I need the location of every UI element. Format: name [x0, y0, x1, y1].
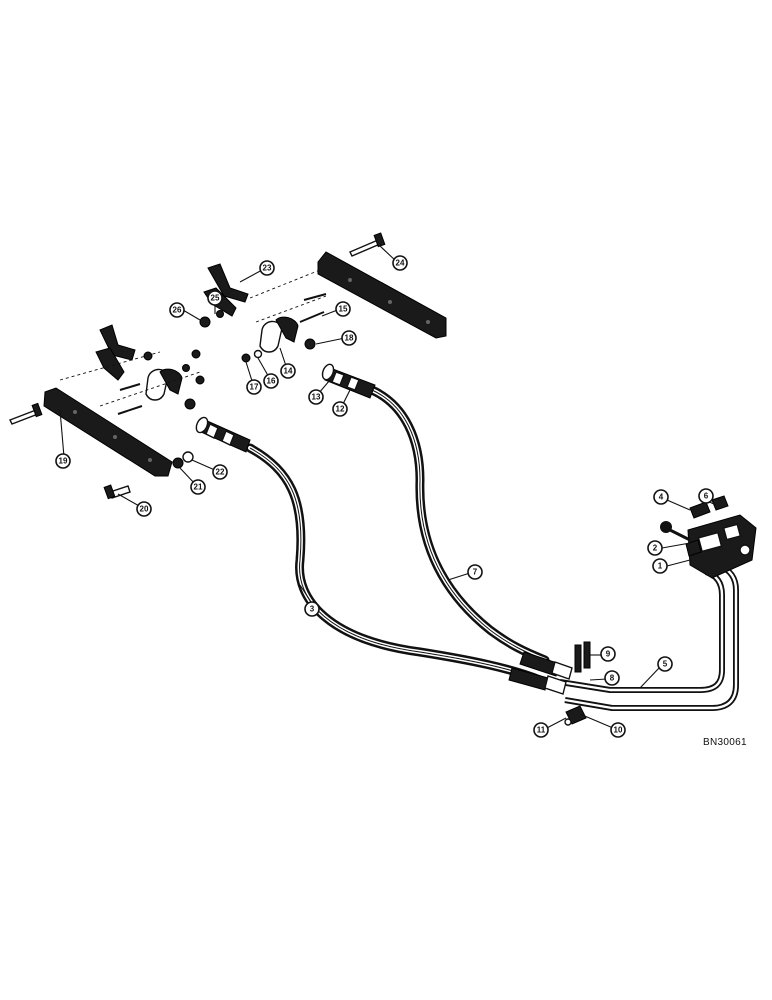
callout-22: 22 [212, 464, 228, 480]
svg-text:6: 6 [704, 492, 709, 501]
svg-text:1: 1 [658, 562, 663, 571]
clamp-right [259, 316, 299, 353]
callout-20: 20 [136, 501, 152, 517]
svg-text:8: 8 [610, 674, 615, 683]
washers-21-22 [172, 451, 194, 469]
svg-text:4: 4 [659, 493, 664, 502]
svg-text:20: 20 [140, 505, 149, 514]
bolt-20 [103, 484, 131, 500]
callout-24: 24 [392, 255, 408, 271]
svg-text:23: 23 [263, 264, 272, 273]
callout-23: 23 [259, 260, 275, 276]
svg-text:16: 16 [267, 377, 276, 386]
callout-2: 2 [647, 540, 663, 556]
callout-16: 16 [263, 373, 279, 389]
callout-21: 21 [190, 479, 206, 495]
callout-25: 25 [207, 290, 223, 306]
svg-text:22: 22 [216, 468, 225, 477]
hose-3 [245, 443, 545, 685]
mounting-bar-19 [43, 387, 173, 477]
pipe-5 [559, 563, 739, 711]
clip-bracket-left [95, 324, 136, 381]
svg-text:5: 5 [663, 660, 668, 669]
svg-text:25: 25 [211, 294, 220, 303]
svg-text:14: 14 [284, 367, 293, 376]
fitting-10-11 [564, 705, 587, 726]
alignment-lines [59, 269, 327, 407]
callout-14: 14 [280, 363, 296, 379]
svg-text:2: 2 [653, 544, 658, 553]
svg-text:12: 12 [336, 405, 345, 414]
bolt-left-end [9, 402, 43, 425]
svg-text:13: 13 [312, 393, 321, 402]
svg-text:7: 7 [473, 568, 478, 577]
svg-text:24: 24 [396, 259, 405, 268]
small-nuts-left [117, 349, 205, 415]
callout-10: 10 [610, 722, 626, 738]
small-hardware-right [199, 293, 327, 363]
svg-text:15: 15 [339, 305, 348, 314]
callout-11: 11 [533, 722, 549, 738]
callout-9: 9 [600, 646, 616, 662]
callout-8: 8 [604, 670, 620, 686]
hose-fitting-left [195, 416, 251, 453]
control-valve [660, 495, 757, 579]
callout-4: 4 [653, 489, 669, 505]
svg-text:19: 19 [59, 457, 68, 466]
mounting-bar-upper [317, 251, 447, 339]
hose-fitting-right [321, 363, 376, 399]
lower-coupling-fittings [508, 651, 573, 695]
callout-6: 6 [698, 488, 714, 504]
hose-7 [367, 385, 550, 665]
callout-leaders [59, 245, 717, 730]
svg-text:21: 21 [194, 483, 203, 492]
svg-text:10: 10 [614, 726, 623, 735]
callout-5: 5 [657, 656, 673, 672]
clip-bracket-23 [203, 263, 249, 317]
callout-13: 13 [308, 389, 324, 405]
callout-19: 19 [55, 453, 71, 469]
callout-7: 7 [467, 564, 483, 580]
bolt-24 [349, 232, 386, 257]
callout-15: 15 [335, 301, 351, 317]
callout-1: 1 [652, 558, 668, 574]
svg-text:3: 3 [310, 605, 315, 614]
svg-text:26: 26 [173, 306, 182, 315]
callout-12: 12 [332, 401, 348, 417]
callout-18: 18 [341, 330, 357, 346]
callout-3: 3 [304, 601, 320, 617]
svg-text:9: 9 [606, 650, 611, 659]
document-code: BN30061 [703, 737, 747, 748]
clamp-left [145, 368, 196, 410]
svg-text:17: 17 [250, 383, 259, 392]
callout-17: 17 [246, 379, 262, 395]
callout-26: 26 [169, 302, 185, 318]
svg-text:18: 18 [345, 334, 354, 343]
svg-text:11: 11 [537, 726, 546, 735]
bolts-9 [574, 641, 591, 673]
